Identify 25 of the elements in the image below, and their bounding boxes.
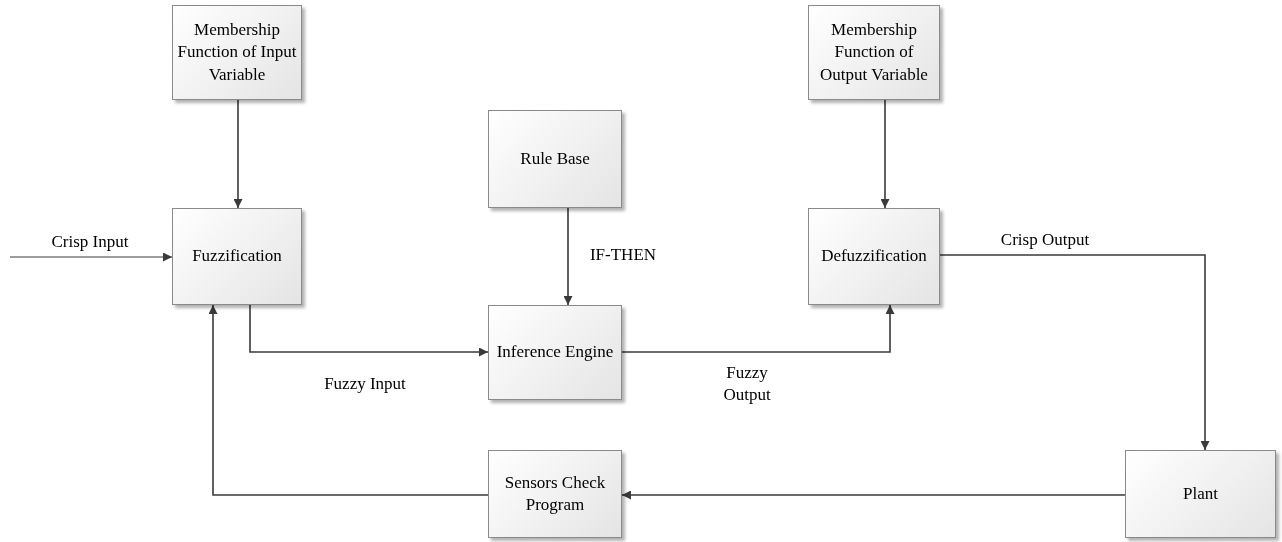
box-label: Rule Base	[520, 147, 590, 170]
arrow	[233, 99, 243, 209]
box-label: Sensors Check Program	[503, 471, 607, 516]
process-box	[488, 305, 622, 400]
arrow	[939, 254, 1210, 451]
arrow	[9, 252, 173, 262]
process-box	[488, 450, 622, 538]
box-label: Plant	[1183, 482, 1218, 505]
box-label: Defuzzification	[821, 245, 927, 268]
process-box	[808, 5, 940, 100]
process-box	[172, 5, 302, 100]
arrow	[563, 207, 573, 306]
process-box	[808, 208, 940, 305]
arrow	[880, 99, 890, 209]
arrow	[208, 304, 489, 496]
arrow	[621, 304, 895, 353]
process-box	[488, 110, 622, 208]
arrow	[249, 304, 489, 357]
process-box	[172, 208, 302, 305]
box-label: Inference Engine	[496, 341, 614, 364]
box-label: Membership Function of Output Variable	[819, 19, 929, 86]
process-box	[1125, 450, 1276, 538]
box-label: Membership Function of Input Variable	[177, 19, 297, 86]
box-label: Fuzzification	[192, 245, 282, 268]
arrow	[621, 490, 1126, 500]
